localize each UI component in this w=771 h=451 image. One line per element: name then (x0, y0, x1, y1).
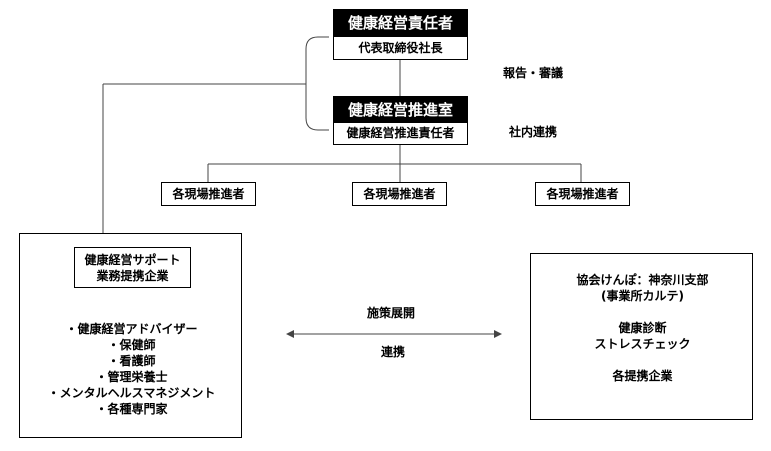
support-title-line1: 健康経営サポート (84, 252, 181, 267)
kenpo-line3: 健康診断 (618, 321, 667, 335)
list-item: ・看護師 (107, 354, 156, 368)
report-label: 報告・審議 (503, 66, 564, 80)
kenpo-content: 協会けんぽ：神奈川支部 (事業所カルテ) 健康診断 ストレスチェック 各提携企業 (531, 272, 754, 384)
office-title: 健康経営推進室 (347, 100, 453, 119)
support-title-box: 健康経営サポート 業務提携企業 (74, 247, 191, 288)
site-box-right: 各現場推進者 (535, 182, 630, 206)
left-bracket-line (305, 36, 329, 131)
top-title: 健康経営責任者 (347, 14, 453, 32)
kenpo-line5: 各提携企業 (612, 369, 673, 383)
site-label-left: 各現場推進者 (172, 186, 245, 201)
list-item: ・保健師 (107, 338, 156, 352)
arrow-right-head (494, 330, 502, 338)
middle-top-label: 施策展開 (367, 306, 416, 320)
kenpo-box: 協会けんぽ：神奈川支部 (事業所カルテ) 健康診断 ストレスチェック 各提携企業 (530, 253, 753, 420)
kenpo-line1: 協会けんぽ：神奈川支部 (576, 273, 709, 287)
middle-bottom-label: 連携 (381, 345, 406, 359)
site-label-center: 各現場推進者 (363, 186, 436, 201)
office-subtitle: 健康経営推進責任者 (346, 126, 455, 140)
list-item: ・各種専門家 (95, 402, 168, 416)
list-item: ・メンタルヘルスマネジメント (47, 386, 216, 400)
list-item: ・健康経営アドバイザー (65, 322, 198, 336)
kenpo-line4: ストレスチェック (594, 337, 691, 351)
support-member-list: ・健康経営アドバイザー ・保健師 ・看護師 ・管理栄養士 ・メンタルヘルスマネジ… (20, 321, 243, 417)
list-item: ・管理栄養士 (95, 370, 168, 384)
site-box-left: 各現場推進者 (161, 182, 256, 206)
support-company-box: 健康経営サポート 業務提携企業 ・健康経営アドバイザー ・保健師 ・看護師 ・管… (19, 233, 242, 438)
site-label-right: 各現場推進者 (546, 186, 619, 201)
office-subtitle-box: 健康経営推進責任者 (333, 122, 468, 145)
kenpo-line2: (事業所カルテ) (601, 289, 684, 303)
top-subtitle-box: 代表取締役社長 (333, 36, 468, 60)
support-title-line2: 業務提携企業 (96, 268, 169, 283)
top-title-box: 健康経営責任者 (333, 9, 468, 36)
arrow-left-head (286, 330, 294, 338)
site-box-center: 各現場推進者 (352, 182, 447, 206)
internal-label: 社内連携 (509, 125, 558, 139)
top-subtitle: 代表取締役社長 (358, 40, 443, 55)
office-title-box: 健康経営推進室 (333, 96, 468, 122)
